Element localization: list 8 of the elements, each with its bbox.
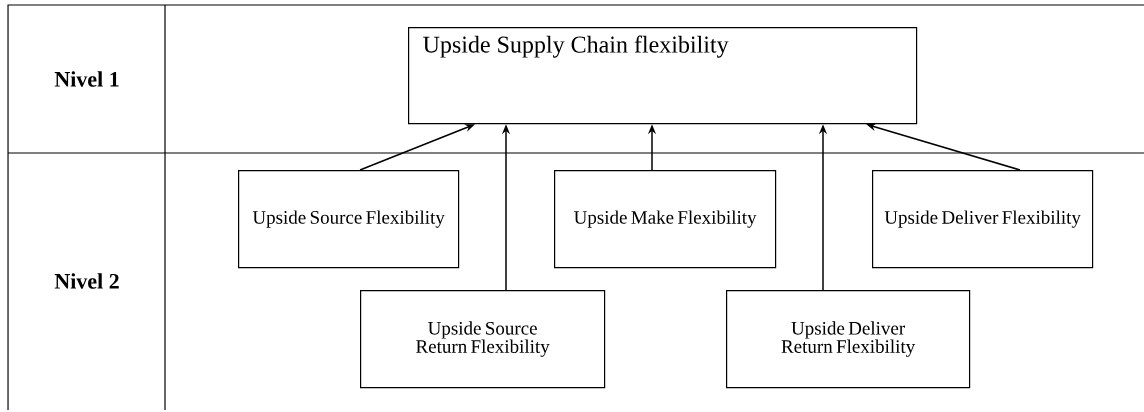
process-box: Upside Deliver Return Flexibility <box>726 290 971 389</box>
row-header: Nivel 2 <box>54 273 119 289</box>
process-box: Upside Source Flexibility <box>238 170 460 269</box>
process-box: Upside Make Flexibility <box>554 170 777 269</box>
process-box: Upside Source Return Flexibility <box>360 290 606 389</box>
process-box: Upside Deliver Flexibility <box>872 170 1094 269</box>
goal-box: Upside Supply Chain flexibility <box>408 27 918 125</box>
row-header: Nivel 1 <box>54 71 119 87</box>
